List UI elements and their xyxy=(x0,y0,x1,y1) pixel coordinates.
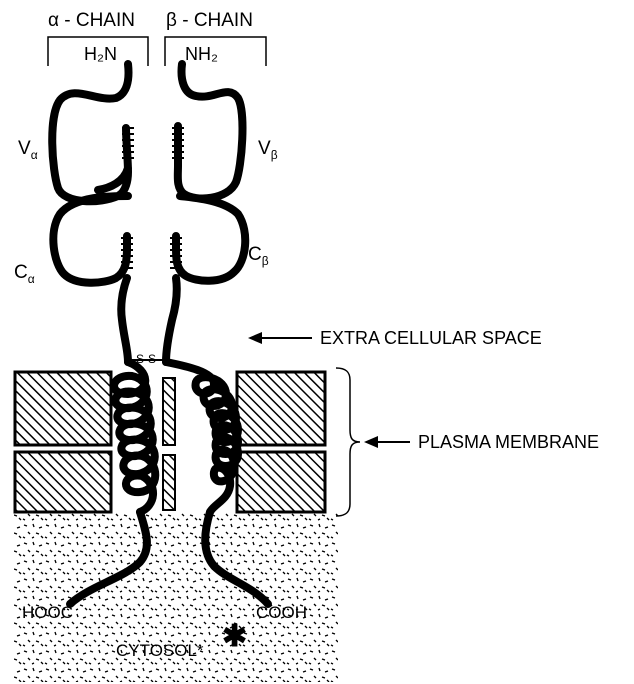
cytosol-star-mark: ✱ xyxy=(222,620,247,653)
alpha-n-terminus-label: H₂N xyxy=(84,44,117,64)
membrane-arrow xyxy=(364,436,410,448)
beta-chain-label: β - CHAIN xyxy=(166,10,253,31)
v-alpha-label: Vα xyxy=(18,138,38,162)
plasma-membrane-label: PLASMA MEMBRANE xyxy=(418,432,599,452)
membrane-brace xyxy=(336,368,360,516)
extracellular-arrow xyxy=(248,332,312,344)
plasma-membrane-blocks xyxy=(15,372,325,512)
c-beta-label: Cβ xyxy=(248,244,269,268)
alpha-chain-label: α - CHAIN xyxy=(48,10,135,31)
beta-chain xyxy=(166,64,245,362)
beta-n-terminus-label: NH₂ xyxy=(185,44,218,64)
extracellular-space-label: EXTRA CELLULAR SPACE xyxy=(320,328,542,348)
alpha-c-terminus-label: HOOC xyxy=(22,603,73,622)
beta-c-terminus-label: COOH xyxy=(256,603,307,622)
c-alpha-label: Cα xyxy=(14,262,35,286)
v-beta-label: Vβ xyxy=(258,138,278,162)
beta-transmembrane-helix xyxy=(166,362,238,512)
alpha-chain xyxy=(52,64,128,362)
disulfide-bond-label: S-S xyxy=(136,352,156,366)
cytosol-label: CYTOSOL* xyxy=(116,641,204,660)
alpha-transmembrane-helix xyxy=(114,362,155,512)
